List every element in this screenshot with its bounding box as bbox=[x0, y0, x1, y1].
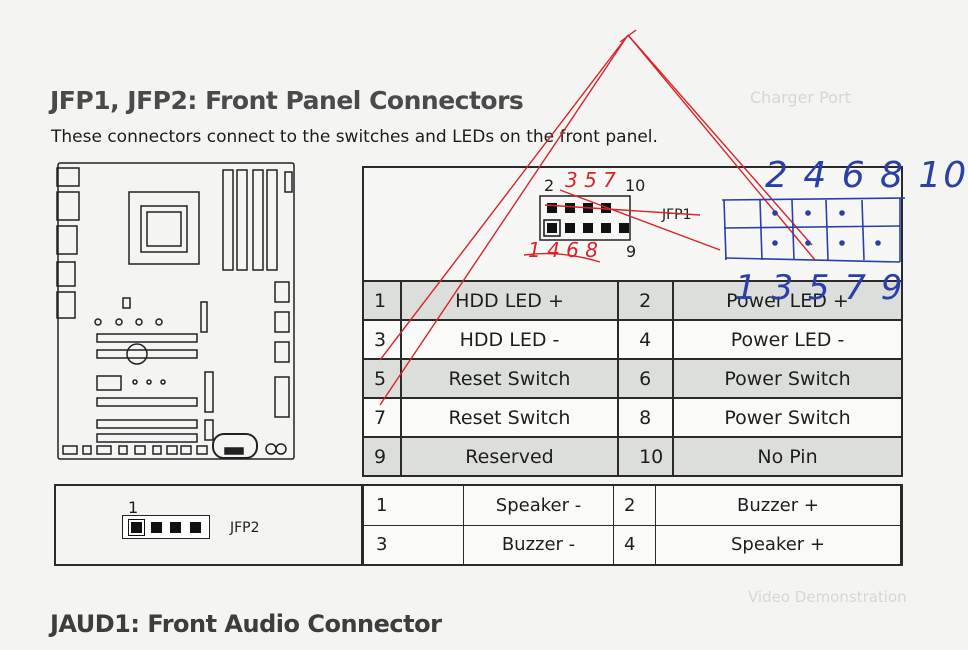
pin-signal: Power LED - bbox=[672, 319, 903, 360]
pin-signal: Speaker + bbox=[655, 524, 901, 564]
pin-number: 2 bbox=[613, 486, 656, 526]
section-description: These connectors connect to the switches… bbox=[51, 127, 658, 147]
blue-pen-grid bbox=[721, 197, 906, 263]
handwritten-even-pins: 2 4 6 8 10 bbox=[765, 155, 968, 196]
pin-signal: Reserved bbox=[399, 436, 620, 477]
jfp1-pin-table: 1 HDD LED + 2 Power LED + 3 HDD LED - 4 … bbox=[362, 280, 903, 477]
pin-number: 6 bbox=[617, 358, 675, 399]
pin-number-top: 2 bbox=[544, 176, 555, 195]
pin-signal: Power Switch bbox=[672, 397, 903, 438]
jfp2-label: JFP2 bbox=[230, 520, 260, 536]
red-pen-lines bbox=[379, 29, 816, 406]
jfp2-pin-table: 1 Speaker - 2 Buzzer + 3 Buzzer - 4 Spea… bbox=[363, 486, 901, 564]
handwritten-odd-pins: 1 3 5 7 9 bbox=[735, 268, 905, 308]
pin-signal: Reset Switch bbox=[399, 358, 620, 399]
table-row: 1 HDD LED + 2 Power LED + bbox=[362, 280, 903, 321]
pin-number: 8 bbox=[617, 397, 675, 438]
table-row: 9 Reserved 10 No Pin bbox=[362, 436, 903, 477]
section-heading: JFP1, JFP2: Front Panel Connectors bbox=[50, 86, 524, 115]
pin-number: 1 bbox=[363, 486, 464, 526]
pin-number: 3 bbox=[362, 319, 402, 360]
pin-number: 4 bbox=[613, 524, 656, 564]
table-row: 3 HDD LED - 4 Power LED - bbox=[362, 319, 903, 360]
pin-number-bottom-end: 9 bbox=[626, 242, 637, 261]
pin-signal: No Pin bbox=[672, 436, 903, 477]
pin-signal: Buzzer + bbox=[655, 486, 901, 526]
next-section-heading: JAUD1: Front Audio Connector bbox=[50, 610, 442, 638]
pin-signal: Reset Switch bbox=[399, 397, 620, 438]
pin-number: 2 bbox=[617, 280, 675, 321]
table-row: 7 Reset Switch 8 Power Switch bbox=[362, 397, 903, 438]
pin-number: 10 bbox=[617, 436, 675, 477]
jfp2-block: 1 Speaker - 2 Buzzer + 3 Buzzer - 4 Spea… bbox=[54, 484, 903, 566]
table-row: 5 Reset Switch 6 Power Switch bbox=[362, 358, 903, 399]
pin-signal: Power Switch bbox=[672, 358, 903, 399]
jfp1-label: JFP1 bbox=[662, 207, 692, 223]
jfp2-header-icon bbox=[122, 515, 210, 539]
pin-signal: HDD LED + bbox=[399, 280, 620, 321]
pin-signal: Power LED + bbox=[672, 280, 903, 321]
handwritten-red-bottom: 1 4 6 8 bbox=[528, 238, 598, 262]
pin-signal: Buzzer - bbox=[463, 524, 614, 564]
pen-annotations bbox=[379, 29, 906, 406]
pin-number: 1 bbox=[362, 280, 402, 321]
pin-number: 5 bbox=[362, 358, 402, 399]
bleed-through-text: Video Demonstration bbox=[748, 588, 907, 606]
jfp2-diagram-cell bbox=[56, 486, 363, 564]
motherboard-diagram bbox=[56, 162, 295, 460]
pin-number: 9 bbox=[362, 436, 402, 477]
handwritten-red-top: 3 5 7 bbox=[565, 168, 616, 192]
pin-number-top-end: 10 bbox=[625, 176, 646, 195]
jfp1-pin-diagram bbox=[362, 166, 903, 280]
pin-number: 4 bbox=[617, 319, 675, 360]
pin-number: 7 bbox=[362, 397, 402, 438]
bleed-through-text: Charger Port bbox=[750, 88, 851, 107]
table-row: 3 Buzzer - 4 Speaker + bbox=[363, 524, 901, 564]
pin-signal: HDD LED - bbox=[399, 319, 620, 360]
jfp2-pin-one-label: 1 bbox=[128, 498, 139, 517]
